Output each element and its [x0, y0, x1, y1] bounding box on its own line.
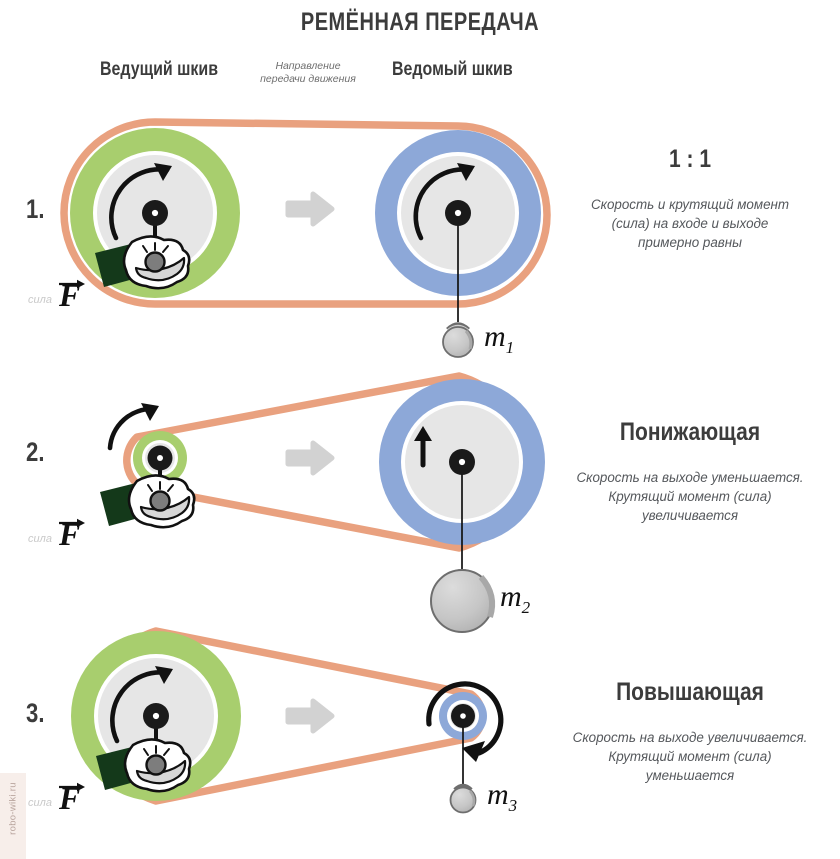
ratio-row-2: Понижающая [619, 418, 761, 446]
watermark: robo-wiki.ru [0, 773, 26, 859]
force-symbol-2: F [59, 516, 81, 552]
desc-3-line-3: уменьшается [645, 768, 735, 784]
desc-2-line-2: Крутящий момент (сила) [608, 489, 772, 505]
weight-row-2 [430, 569, 496, 633]
desc-2-line-3: увеличивается [641, 508, 739, 524]
mass-symbol-3: m [487, 778, 509, 811]
desc-1-line-3: примерно равны [638, 235, 742, 251]
direction-line-1: Направление [275, 60, 341, 72]
mass-symbol-1: m [484, 320, 506, 353]
mass-label-row-2: m2 [500, 580, 530, 618]
row-number-3: 3. [26, 698, 45, 728]
mass-label-row-1: m1 [484, 320, 514, 358]
mass-label-row-3: m3 [487, 778, 517, 816]
row-3-system [71, 627, 504, 814]
gloved-hand-row-3 [96, 738, 192, 793]
driven-pulley-row-3 [439, 692, 487, 786]
header-driving-pulley: Ведущий шкив [100, 59, 219, 80]
ratio-row-1: 1 : 1 [668, 145, 712, 173]
desc-3-line-1: Скорость на выходе увеличивается. [572, 730, 808, 745]
desc-1-line-1: Скорость и крутящий момент [590, 197, 790, 212]
row-2-system [100, 372, 545, 633]
force-vector-arrow-2 [59, 518, 85, 528]
desc-2-line-1: Скорость на выходе уменьшается. [576, 470, 804, 485]
mass-symbol-2: m [500, 580, 522, 613]
desc-1-line-2: (сила) на входе и выходе [611, 216, 769, 232]
direction-arrow-row-1 [285, 191, 335, 227]
description-row-1: Скорость и крутящий момент (сила) на вхо… [545, 195, 835, 252]
header-driven-pulley: Ведомый шкив [392, 59, 513, 80]
description-row-3: Скорость на выходе увеличивается. Крутящ… [545, 728, 835, 785]
mass-index-1: 1 [505, 338, 515, 357]
row-number-1: 1. [26, 194, 45, 224]
gloved-hand-row-1 [95, 235, 191, 290]
row-number-2: 2. [26, 437, 45, 467]
force-symbol-3: F [59, 780, 81, 816]
desc-3-line-2: Крутящий момент (сила) [608, 749, 772, 765]
description-row-2: Скорость на выходе уменьшается. Крутящий… [545, 468, 835, 525]
force-caption-3: сила [28, 797, 52, 809]
row-1-system [60, 118, 551, 358]
driven-pulley-row-1 [375, 130, 541, 322]
force-vector-arrow-3 [59, 782, 85, 792]
direction-arrow-row-3 [285, 698, 335, 734]
force-vector-arrow-1 [59, 279, 85, 289]
page-title: РЕМЁННАЯ ПЕРЕДАЧА [300, 8, 540, 36]
mass-index-2: 2 [521, 598, 531, 617]
driven-pulley-row-2 [379, 379, 545, 572]
watermark-text: robo-wiki.ru [7, 782, 19, 835]
weight-row-3 [449, 783, 477, 814]
force-caption-1: сила [28, 294, 52, 306]
header-direction-of-motion: Направление передачи движения [248, 60, 368, 86]
direction-line-2: передачи движения [260, 73, 356, 86]
weight-row-1 [442, 322, 474, 358]
driving-pulley-row-2 [133, 431, 187, 496]
force-symbol-1: F [59, 277, 81, 313]
force-caption-2: сила [28, 533, 52, 545]
mass-index-3: 3 [508, 796, 518, 815]
ratio-row-3: Повышающая [616, 678, 764, 706]
gloved-hand-row-2 [100, 474, 196, 529]
direction-arrow-row-2 [285, 440, 335, 476]
